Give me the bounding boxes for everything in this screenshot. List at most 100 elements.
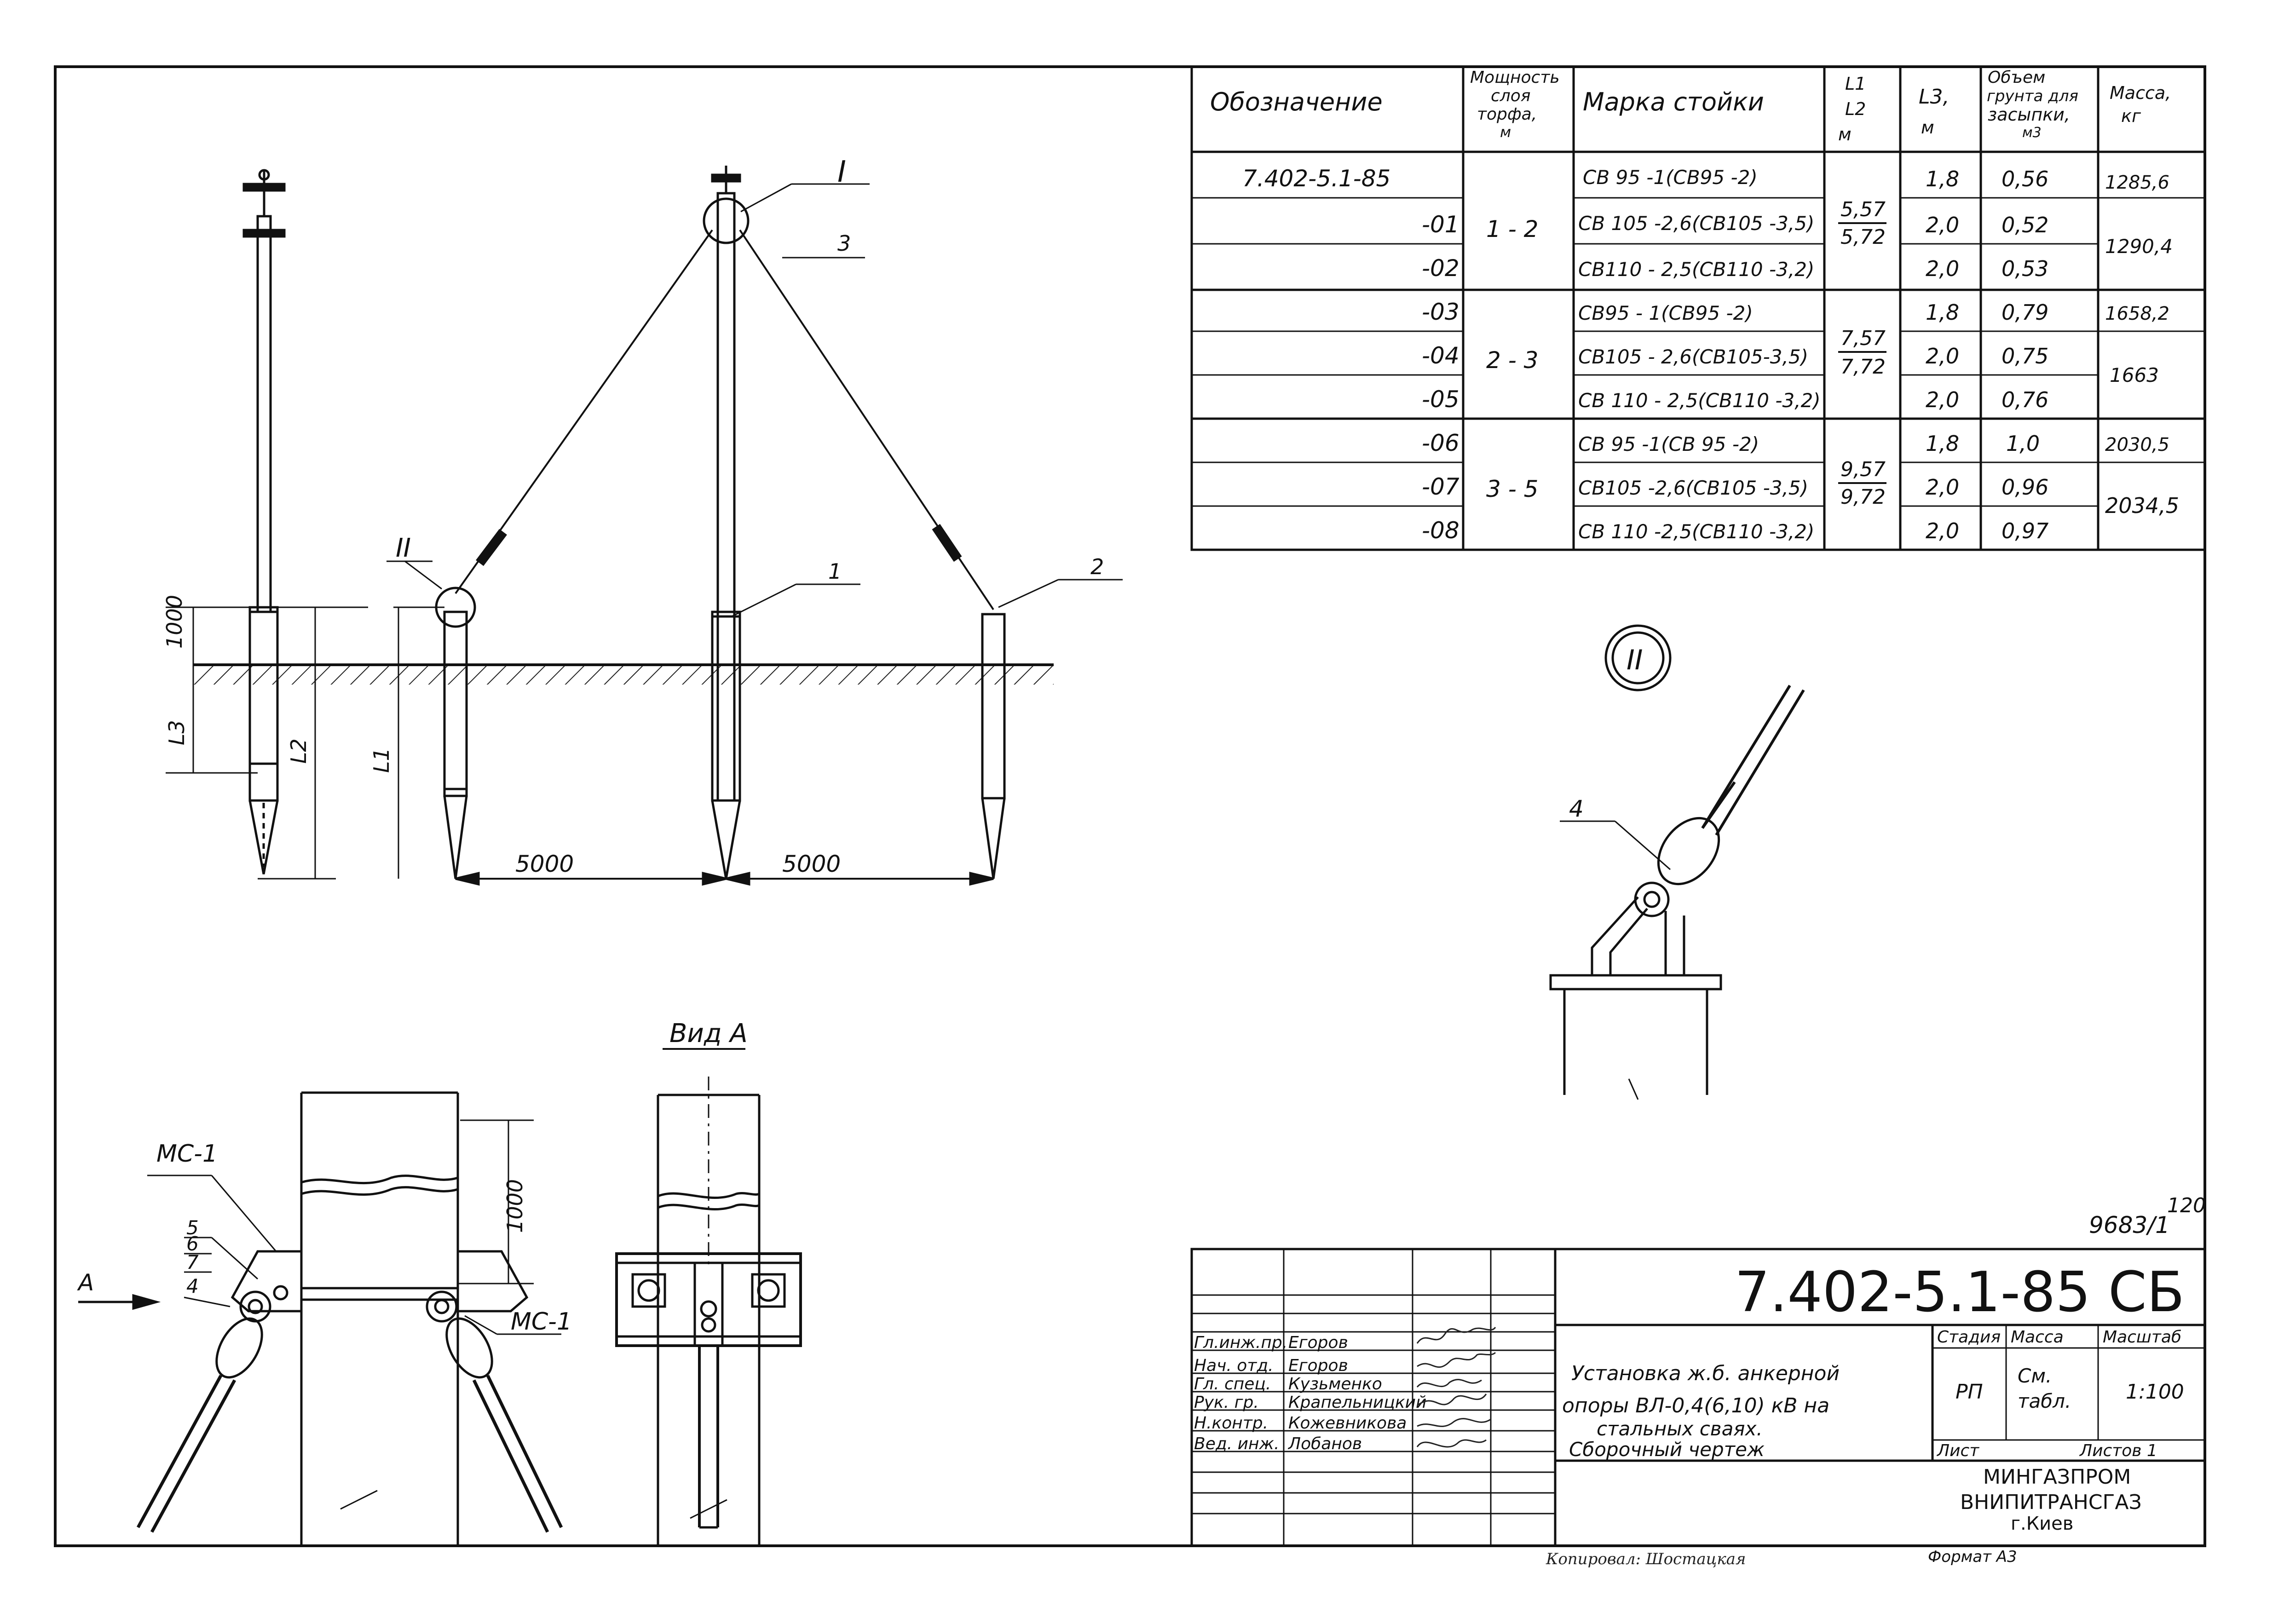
leader-1: 1 [828,559,842,584]
sheet-frame [54,65,2206,1547]
copied-by: Копировал: Шостацкая [1546,1550,1746,1568]
left-anchor-pile [393,587,476,879]
cell-designation: -05 [1422,386,1459,413]
cell-mass: 1663 [2110,364,2159,386]
cell-volume: 0,76 [2002,387,2048,412]
cell-l3: 2,0 [1926,387,1959,412]
cell-layer: 1 - 2 [1486,216,1538,242]
th-l3-unit: м [1921,117,1934,138]
leader-2: 2 [1090,554,1104,579]
cell-l3: 2,0 [1926,518,1959,543]
scale-label: Масштаб [2103,1328,2181,1347]
cell-volume: 0,96 [2002,475,2048,500]
org-institute: ВНИПИТРАНСГАЗ [1960,1491,2142,1514]
cell-designation: -08 [1422,517,1459,544]
cell-mass: 1658,2 [2105,303,2169,324]
th-volume-1: Объем [1988,68,2045,87]
leader-3: 3 [837,231,851,256]
scale-value: 1:100 [2126,1380,2184,1404]
turnbuckle-left [476,529,507,566]
detail-ii [1549,624,1805,1100]
th-layer-3: торфа, [1477,105,1537,124]
th-l1: L1 [1845,74,1866,94]
mass-value-1: См. [2018,1365,2052,1387]
leader-7: 7 [186,1251,199,1273]
cell-post: СВ110 - 2,5(СВ110 -3,2) [1578,258,1814,281]
role: Рук. гр. [1194,1393,1259,1412]
cell-l3: 1,8 [1926,167,1959,191]
cell-post: СВ 110 - 2,5(СВ110 -3,2) [1578,389,1821,412]
th-layer-2: слоя [1491,86,1530,105]
dim-l3-label: L3 [164,720,189,745]
cell-l1: 7,57 [1840,327,1886,350]
cell-l3: 2,0 [1926,213,1959,237]
cell-l1: 9,57 [1840,458,1886,481]
cell-post: СВ95 - 1(СВ95 -2) [1578,302,1753,324]
view-a-title: Вид А [669,1019,748,1048]
person-name: Крапельницкий [1288,1393,1426,1412]
role: Гл. спец. [1194,1375,1271,1394]
dim-1000-label: 1000 [162,595,187,649]
org-ministry: МИНГАЗПРОМ [1983,1465,2131,1489]
callout-ii: II [396,533,411,563]
cell-mass: 1290,4 [2105,235,2173,258]
cell-volume: 0,97 [2002,518,2048,543]
mc1-right-label: МС-1 [511,1308,572,1336]
cell-volume: 1,0 [2006,431,2040,456]
th-mass-2: кг [2121,106,2141,126]
cell-designation: -06 [1422,430,1459,456]
person-name: Егоров [1288,1356,1348,1375]
cell-l3: 2,0 [1926,256,1959,281]
sheet-ref: 9683/1 [2089,1212,2170,1238]
cell-post: СВ105 - 2,6(СВ105-3,5) [1578,346,1808,368]
th-post: Марка стойки [1583,87,1764,116]
role: Нач. отд. [1194,1356,1274,1375]
cell-volume: 0,79 [2002,300,2048,325]
elevation-view [166,166,1123,886]
title-line-4: Сборочный чертеж [1569,1438,1765,1461]
spec-table-grid [1190,65,2206,551]
cell-designation: -02 [1422,255,1459,282]
arrow-a-label: А [77,1269,94,1296]
person-name: Кожевникова [1288,1414,1407,1433]
cell-mass: 2034,5 [2105,493,2179,518]
cell-mass: 2030,5 [2105,434,2169,455]
cell-l2: 5,72 [1840,225,1886,249]
dim-l1-label: L1 [369,748,394,773]
th-mass-1: Масса, [2110,83,2171,103]
page-number: 120 [2167,1194,2206,1217]
cell-l3: 2,0 [1926,344,1959,369]
th-layer-1: Мощность [1470,68,1560,87]
cell-post: СВ 110 -2,5(СВ110 -3,2) [1578,520,1814,543]
spec-table-rows: 7.402-5.1-85 -01 -02 -03 -04 -05 -06 -07… [1242,165,2179,544]
cell-l2: 9,72 [1840,485,1886,509]
th-designation: Обозначение [1210,87,1383,116]
cell-volume: 0,56 [2002,167,2048,191]
cell-mass: 1285,6 [2105,172,2169,193]
mass-label: Масса [2011,1328,2064,1347]
signatures [1416,1326,1496,1448]
cell-designation: 7.402-5.1-85 [1242,165,1390,192]
cell-designation: -03 [1422,299,1459,325]
th-l1l2-unit: м [1838,124,1852,144]
connection-detail [78,1091,563,1546]
th-l2: L2 [1845,99,1866,119]
cell-l3: 1,8 [1926,431,1959,456]
th-layer-4: м [1500,123,1511,141]
paper-format: Формат А3 [1928,1548,2017,1566]
detail-leader-4: 4 [1569,795,1584,822]
th-volume-2: грунта для [1987,87,2078,105]
ground-hatch [193,666,1054,685]
cell-l3: 1,8 [1926,300,1959,325]
th-volume-4: м3 [2022,125,2042,141]
person-name: Егоров [1288,1333,1348,1352]
turnbuckle-right [932,524,962,562]
person-name: Кузьменко [1288,1375,1382,1394]
cell-volume: 0,53 [2002,256,2048,281]
leader-4: 4 [186,1275,199,1297]
leader-6: 6 [186,1232,199,1255]
stage-label: Стадия [1937,1328,2001,1347]
title-line-3: стальных сваях. [1597,1417,1763,1440]
role: Н.контр. [1194,1414,1268,1433]
